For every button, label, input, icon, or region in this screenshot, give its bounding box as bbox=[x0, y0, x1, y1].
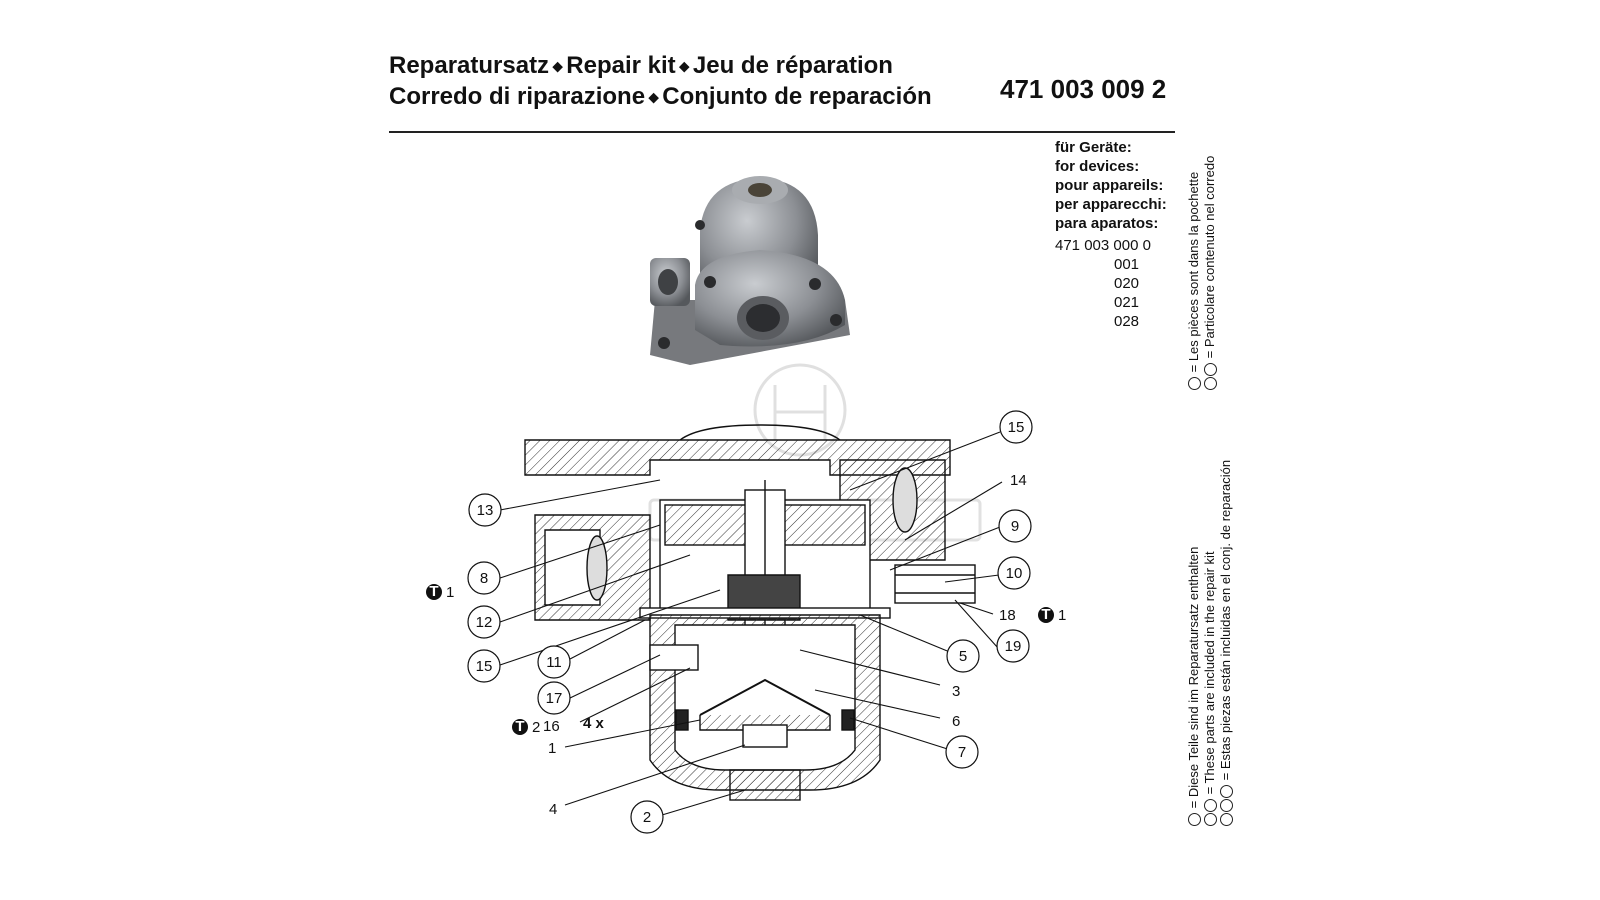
device-codes: 471 003 000 0 001 020 021 028 bbox=[1055, 236, 1151, 331]
svg-text:10: 10 bbox=[1006, 565, 1023, 582]
device-code-variant: 028 bbox=[1114, 313, 1140, 330]
svg-text:5: 5 bbox=[959, 648, 967, 665]
svg-text:13: 13 bbox=[477, 502, 494, 519]
device-code-base: 471 003 000 0 bbox=[1055, 237, 1151, 254]
svg-text:12: 12 bbox=[476, 614, 493, 631]
svg-text:T: T bbox=[429, 583, 438, 600]
svg-text:11: 11 bbox=[546, 654, 562, 671]
circled-callouts: 15 13 9 10 8 12 15 11 5 19 17 7 2 bbox=[467, 410, 1033, 834]
callout-15-top: 15 bbox=[999, 410, 1033, 444]
callout-7: 7 bbox=[945, 735, 979, 769]
leader-lines bbox=[499, 431, 1003, 816]
callout-19: 19 bbox=[996, 629, 1030, 663]
torque-marker-bottom: T 2 bbox=[512, 718, 540, 736]
callout-2: 2 bbox=[630, 800, 664, 834]
callout-12: 12 bbox=[467, 605, 501, 639]
torque-marker-left: T 1 bbox=[426, 583, 454, 601]
svg-text:1: 1 bbox=[1058, 607, 1066, 624]
svg-text:T: T bbox=[1041, 606, 1050, 623]
svg-text:19: 19 bbox=[1005, 638, 1022, 655]
callout-14: 14 bbox=[1010, 472, 1027, 489]
devices-labels: für Geräte: for devices: pour appareils:… bbox=[1055, 139, 1167, 232]
callout-4x: 4 x bbox=[583, 715, 605, 732]
callout-11: 11 bbox=[537, 645, 571, 679]
callout-17: 17 bbox=[537, 681, 571, 715]
svg-text:2: 2 bbox=[643, 809, 651, 826]
svg-text:2: 2 bbox=[532, 719, 540, 736]
callout-9: 9 bbox=[998, 509, 1032, 543]
callout-3: 3 bbox=[952, 683, 960, 700]
valve-photo bbox=[650, 176, 850, 365]
svg-text:8: 8 bbox=[480, 570, 488, 587]
callout-16: 16 bbox=[543, 718, 560, 735]
kit-title: Reparatursatz ◆ Repair kit ◆ Jeu de répa… bbox=[389, 51, 932, 112]
callout-5: 5 bbox=[946, 639, 980, 673]
callout-6: 6 bbox=[952, 713, 960, 730]
svg-text:15: 15 bbox=[1008, 419, 1025, 436]
svg-text:T: T bbox=[515, 718, 524, 735]
svg-text:1: 1 bbox=[446, 584, 454, 601]
svg-text:9: 9 bbox=[1011, 518, 1019, 535]
title-line-2: Corredo di riparazione ◆ Conjunto de rep… bbox=[389, 82, 932, 110]
callout-18: 18 bbox=[999, 607, 1016, 624]
svg-text:7: 7 bbox=[958, 744, 966, 761]
cross-section bbox=[524, 424, 976, 801]
svg-text:15: 15 bbox=[476, 658, 493, 675]
callout-8: 8 bbox=[467, 561, 501, 595]
device-code-variant: 021 bbox=[1114, 294, 1140, 311]
device-code-variant: 020 bbox=[1114, 275, 1140, 292]
callout-13: 13 bbox=[468, 493, 502, 527]
callout-4: 4 bbox=[549, 801, 557, 818]
torque-markers: T 1 T 1 T 2 bbox=[426, 583, 1066, 736]
part-number: 471 003 009 2 bbox=[1000, 74, 1167, 104]
header-divider bbox=[389, 131, 1175, 133]
plain-callouts: 14 18 3 6 16 1 4 4 x bbox=[543, 472, 1027, 818]
svg-text:17: 17 bbox=[546, 690, 563, 707]
device-code-variant: 001 bbox=[1114, 256, 1140, 273]
torque-marker-right: T 1 bbox=[1038, 606, 1066, 624]
callout-15-left: 15 bbox=[467, 649, 501, 683]
callout-1: 1 bbox=[548, 740, 556, 757]
callout-10: 10 bbox=[997, 556, 1031, 590]
title-line-1: Reparatursatz ◆ Repair kit ◆ Jeu de répa… bbox=[389, 52, 893, 79]
